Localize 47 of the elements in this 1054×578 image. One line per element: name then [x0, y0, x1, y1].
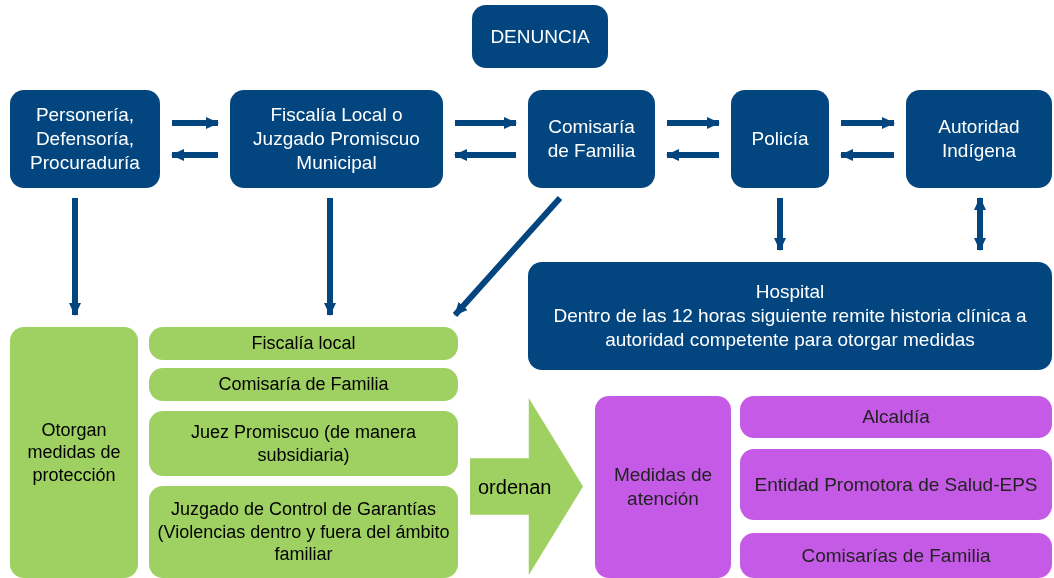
box-title: Medidas de atención — [612, 463, 714, 511]
box-title: Fiscalía Local o Juzgado Promiscuo Municipal — [252, 103, 421, 175]
box-title: Juzgado de Control de Garantías (Violencias dentro y fuera del ámbito familiar — [157, 498, 450, 566]
agency-box — [472, 5, 608, 68]
arrow — [172, 117, 219, 129]
box-title: Juez Promiscuo (de manera subsidiaria) — [189, 421, 418, 466]
arrow — [171, 149, 218, 161]
arrow — [774, 198, 786, 251]
protection-box — [10, 327, 138, 578]
arrow — [69, 198, 81, 316]
protection-box — [149, 327, 458, 360]
protection-box — [149, 486, 458, 578]
box-title: Otorgan medidas de protección — [26, 418, 122, 487]
box-title: Hospital — [755, 280, 825, 305]
box-text: Dentro de las 12 horas siguiente remite historia clínica a autoridad competente para otorgar medidas — [552, 304, 1028, 352]
agency-box — [10, 90, 160, 188]
arrow — [667, 117, 720, 129]
box-title: Comisaría de Familia — [546, 115, 637, 163]
box-title: Entidad Promotora de Salud-EPS — [754, 472, 1038, 497]
agency-box — [906, 90, 1052, 188]
arrow — [454, 149, 516, 161]
arrow — [666, 149, 719, 161]
care-box — [740, 449, 1052, 520]
arrow — [452, 196, 563, 317]
arrow — [974, 197, 986, 251]
care-box — [740, 396, 1052, 438]
arrow — [455, 117, 517, 129]
arrow — [841, 117, 895, 129]
box-title: Comisarías de Familia — [801, 543, 991, 568]
arrow — [840, 149, 894, 161]
arrow — [324, 198, 336, 316]
protection-box — [149, 368, 458, 401]
agency-box — [731, 90, 829, 188]
box-title: Autoridad Indígena — [937, 115, 1021, 163]
box-title: Fiscalía local — [251, 332, 356, 355]
agency-box — [528, 262, 1052, 370]
protection-box — [149, 411, 458, 476]
arrow-label: ordenan — [478, 475, 552, 500]
care-box — [595, 396, 731, 578]
box-title: Personería, Defensoría, Procuraduría — [29, 103, 141, 175]
box-title: Policía — [751, 127, 809, 151]
care-box — [740, 533, 1052, 578]
agency-box — [528, 90, 655, 188]
box-title: Comisaría de Familia — [218, 373, 389, 396]
box-title: Alcaldía — [862, 405, 930, 429]
box-title: DENUNCIA — [490, 24, 590, 49]
agency-box — [230, 90, 443, 188]
